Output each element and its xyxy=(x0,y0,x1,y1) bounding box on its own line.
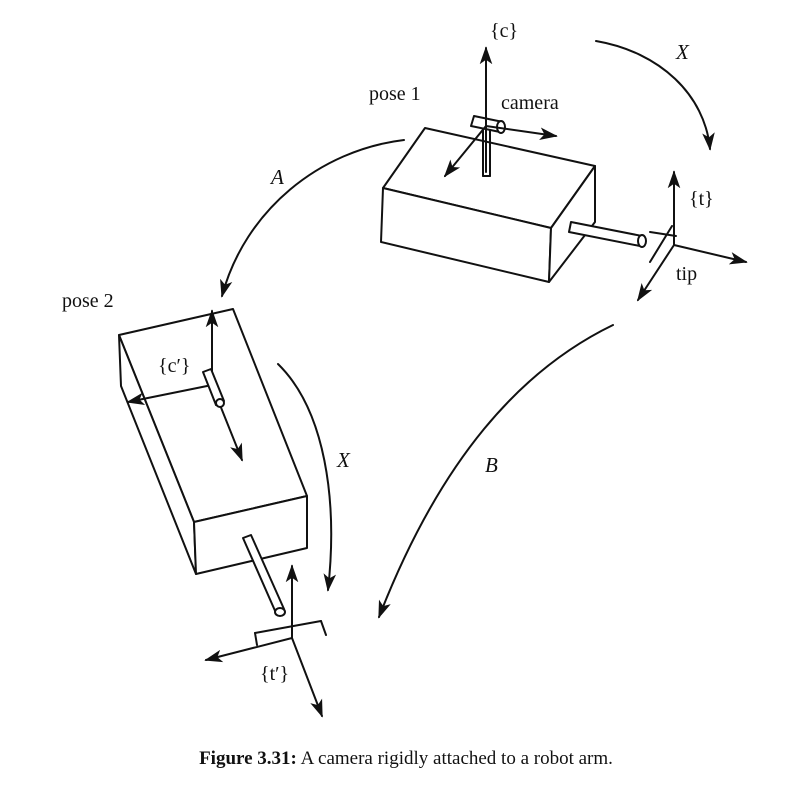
tool-pose2 xyxy=(242,534,286,617)
transform-X-left-label: X xyxy=(336,448,351,472)
frame-t-axes xyxy=(637,170,748,302)
frame-c-label: {c} xyxy=(490,20,518,42)
transform-B-label: B xyxy=(485,453,498,477)
transform-X-top-label: X xyxy=(675,40,690,64)
arc-X-left xyxy=(277,363,337,592)
tip-label: tip xyxy=(676,263,697,285)
tool-pose1 xyxy=(568,221,647,248)
camera-pose2 xyxy=(202,368,225,408)
caption-number: Figure 3.31: xyxy=(199,748,297,769)
pose2-label: pose 2 xyxy=(62,290,114,312)
arc-B xyxy=(378,324,614,619)
figure-caption: Figure 3.31: A camera rigidly attached t… xyxy=(0,748,812,770)
caption-text: A camera rigidly attached to a robot arm… xyxy=(300,748,613,769)
frame-t-label: {t} xyxy=(689,188,714,210)
pose1-label: pose 1 xyxy=(369,83,421,105)
arc-X-top xyxy=(595,40,715,151)
frame-t-prime-axes xyxy=(204,564,327,718)
camera-label: camera xyxy=(501,92,559,114)
frame-c-axes xyxy=(443,46,558,178)
frame-c-prime-label: {c′} xyxy=(158,355,190,377)
pose1-box xyxy=(380,127,596,283)
arc-A xyxy=(220,139,405,298)
frame-t-prime-label: {t′} xyxy=(260,663,289,685)
transform-A-label: A xyxy=(269,165,284,189)
